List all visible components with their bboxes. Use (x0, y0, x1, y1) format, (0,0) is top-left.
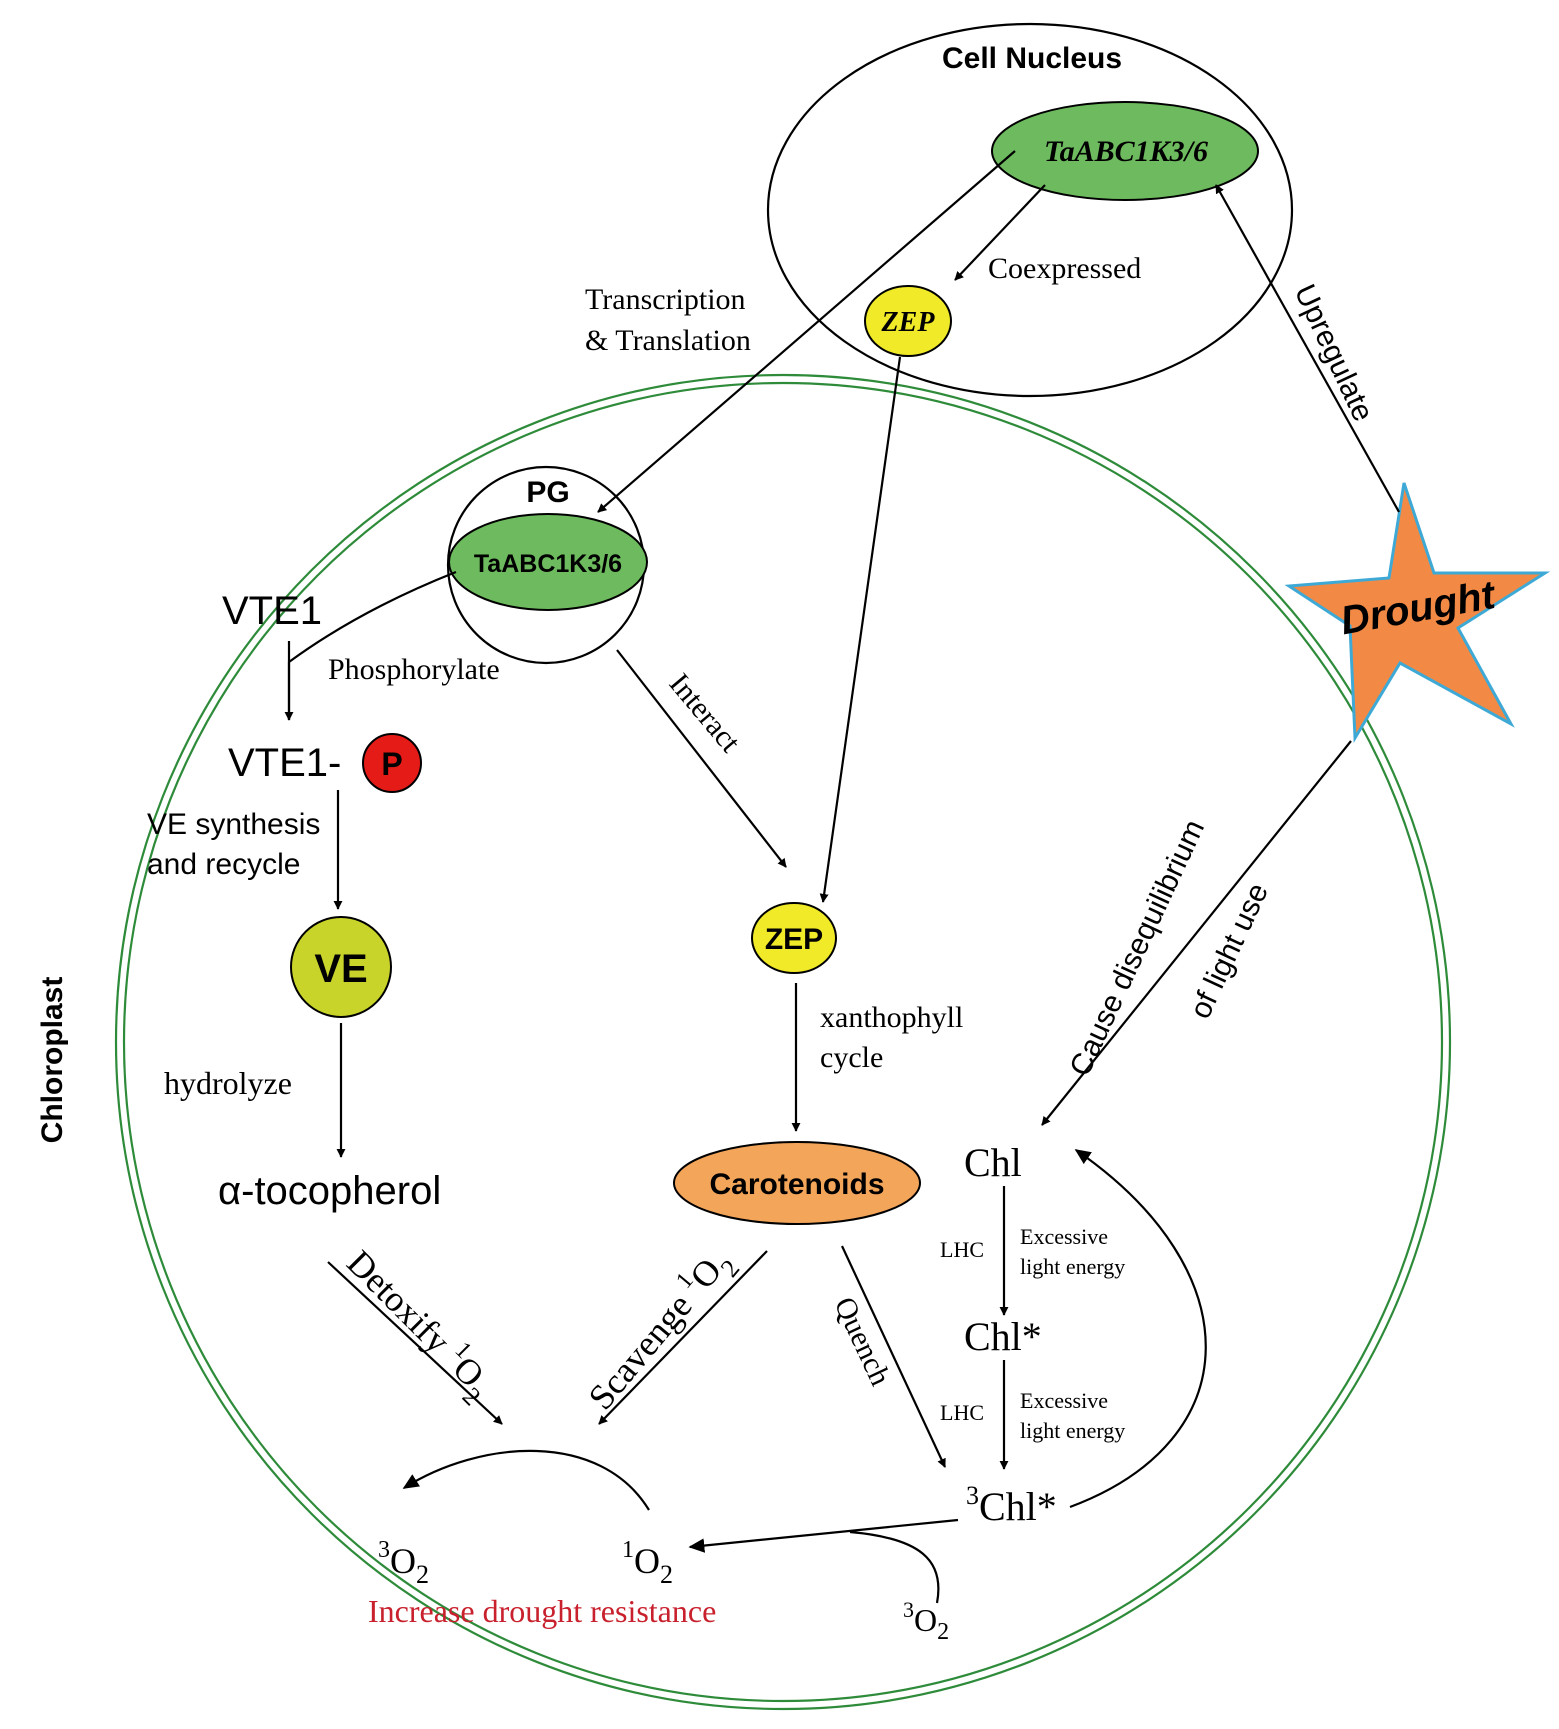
pg-protein-label: TaABC1K3/6 (474, 550, 622, 578)
coexpressed-label: Coexpressed (988, 252, 1141, 285)
zep-label: ZEP (765, 923, 823, 956)
ve-node (290, 916, 392, 1018)
detoxify-label: Detoxify1O2 (332, 1240, 504, 1412)
phosphate-label: P (381, 746, 402, 782)
zep-node (751, 902, 837, 974)
cause-label-2: of light use (1184, 878, 1275, 1023)
nucleus-zep-label: ZEP (881, 307, 936, 338)
vte1-label: VTE1 (222, 589, 322, 633)
triplet-oxygen-bottom: 3O2 (903, 1597, 949, 1645)
nucleus-gene-node (991, 101, 1259, 201)
ve-synthesis-label-1: VE synthesis (147, 808, 320, 841)
arrow-scavenge (598, 1250, 768, 1425)
arrow-transcription (597, 150, 1016, 513)
arrow-coexpressed (954, 184, 1046, 281)
arrow-triplet-return (1069, 1149, 1207, 1509)
result-label: Increase drought resistance (368, 1593, 716, 1629)
hydrolyze-label: hydrolyze (164, 1065, 292, 1101)
chloroplast-membrane (114, 373, 1452, 1711)
vte1p-label: VTE1- (228, 741, 341, 785)
phosphate-node (362, 733, 422, 793)
nucleus-title: Cell Nucleus (942, 42, 1122, 75)
transcription-label-2: & Translation (585, 324, 751, 357)
xanthophyll-label-2: cycle (820, 1041, 883, 1074)
xanthophyll-label-1: xanthophyll (820, 1001, 963, 1034)
excessive-label-1b: light energy (1020, 1254, 1125, 1279)
arrow-triplet-to-singlet (688, 1518, 959, 1553)
arrows (284, 150, 1400, 1604)
pg-protein-node (448, 513, 648, 611)
ve-label: VE (314, 947, 367, 991)
excessive-label-1a: Excessive (1020, 1224, 1108, 1249)
arrow-quench (841, 1245, 946, 1468)
nucleus-zep-node (864, 285, 952, 357)
nucleus-gene-label: TaABC1K3/6 (1044, 135, 1208, 168)
phosphorylate-label: Phosphorylate (328, 653, 500, 686)
arrow-drought-to-chl (1041, 740, 1352, 1126)
carotenoids-node (673, 1141, 921, 1225)
pg-title: PG (526, 476, 569, 509)
lhc-label-2: LHC (940, 1400, 984, 1425)
arrow-singlet-to-triplet (402, 1449, 650, 1511)
triplet-oxygen-left: 3O2 (378, 1537, 429, 1589)
cell-nucleus (766, 22, 1294, 398)
carotenoids-label: Carotenoids (709, 1168, 884, 1201)
arrow-phosphorylate (284, 570, 457, 721)
chl-label: Chl (964, 1140, 1022, 1185)
arrow-detoxify (327, 1261, 503, 1425)
excessive-label-2a: Excessive (1020, 1388, 1108, 1413)
excessive-label-2b: light energy (1020, 1418, 1125, 1443)
cause-label-1: Cause disequilibrium (1064, 815, 1212, 1081)
drought-star (1284, 482, 1551, 744)
lhc-label-1: LHC (940, 1237, 984, 1262)
transcription-label-1: Transcription (585, 283, 746, 316)
chloroplast-label: Chloroplast (36, 977, 69, 1144)
arrow-zep-to-zep (819, 356, 902, 903)
triplet-chl-label: 3Chl* (966, 1481, 1057, 1529)
scavenge-label: Scavenge1O2 (577, 1238, 745, 1424)
interact-label: Interact (663, 667, 748, 759)
singlet-oxygen: 1O2 (622, 1537, 673, 1589)
arrow-interact (616, 649, 787, 868)
ve-synthesis-label-2: and recycle (147, 848, 300, 881)
tocopherol-label: α-tocopherol (218, 1169, 441, 1213)
arrow-o2-excitation (849, 1530, 940, 1604)
chl-star-label: Chl* (964, 1314, 1042, 1359)
arrow-upregulate (1215, 184, 1400, 513)
upregulate-label: Upregulate (1288, 280, 1380, 427)
